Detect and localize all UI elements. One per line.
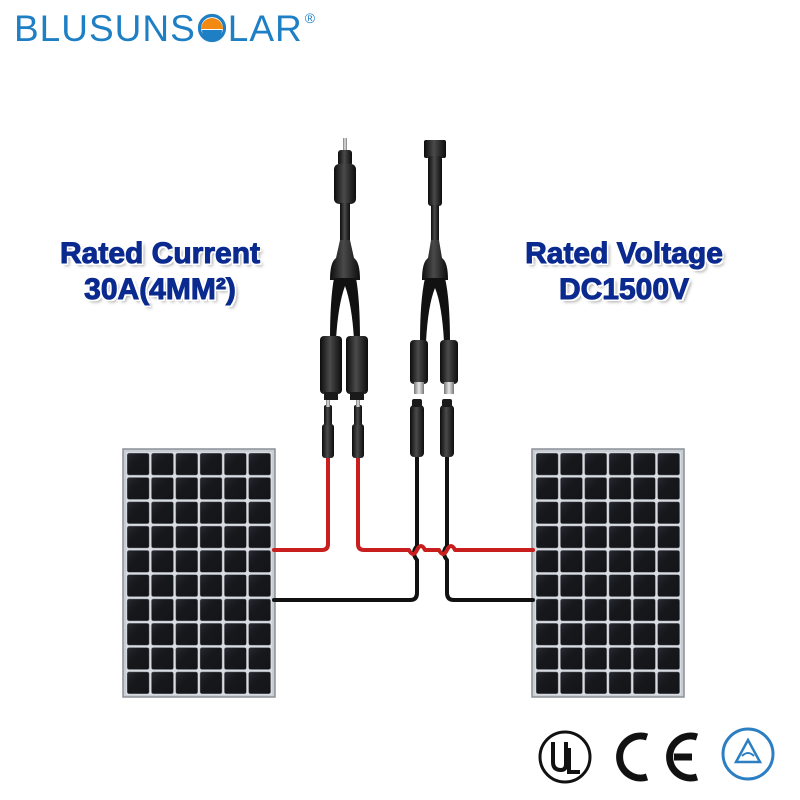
- rated-voltage-title: Rated Voltage: [525, 237, 724, 271]
- panel-connector-2: [352, 399, 364, 458]
- tuv-rheinland-certification-icon: [721, 727, 775, 781]
- brand-logo: BLUSUNS LAR®: [14, 8, 316, 50]
- panel-connector-1: [322, 399, 334, 458]
- positive-wire-right: [356, 454, 535, 556]
- right-solar-panel: [531, 448, 685, 698]
- y-branch-connector-left: [320, 138, 368, 400]
- positive-wire-left: [272, 454, 330, 552]
- brand-prefix: BLUSUNS: [14, 8, 196, 49]
- rated-current-value: 30A(4MM²): [84, 273, 237, 307]
- ce-certification-icon: [616, 732, 699, 782]
- panel-connector-3: [410, 399, 424, 457]
- rated-current-label: Rated Current 30A(4MM²): [30, 236, 290, 308]
- y-branch-connector-right: [410, 140, 458, 394]
- panel-connector-4: [440, 399, 454, 457]
- ul-certification-icon: [538, 730, 592, 784]
- brand-suffix: LAR: [227, 8, 303, 49]
- negative-wire-right: [442, 454, 535, 602]
- negative-wire-left: [272, 454, 419, 602]
- rated-voltage-value: DC1500V: [558, 273, 690, 307]
- rated-current-title: Rated Current: [59, 237, 261, 271]
- rated-voltage-label: Rated Voltage DC1500V: [498, 236, 750, 308]
- registered-mark: ®: [304, 10, 317, 26]
- left-solar-panel: [122, 448, 276, 698]
- sun-icon: [197, 10, 227, 43]
